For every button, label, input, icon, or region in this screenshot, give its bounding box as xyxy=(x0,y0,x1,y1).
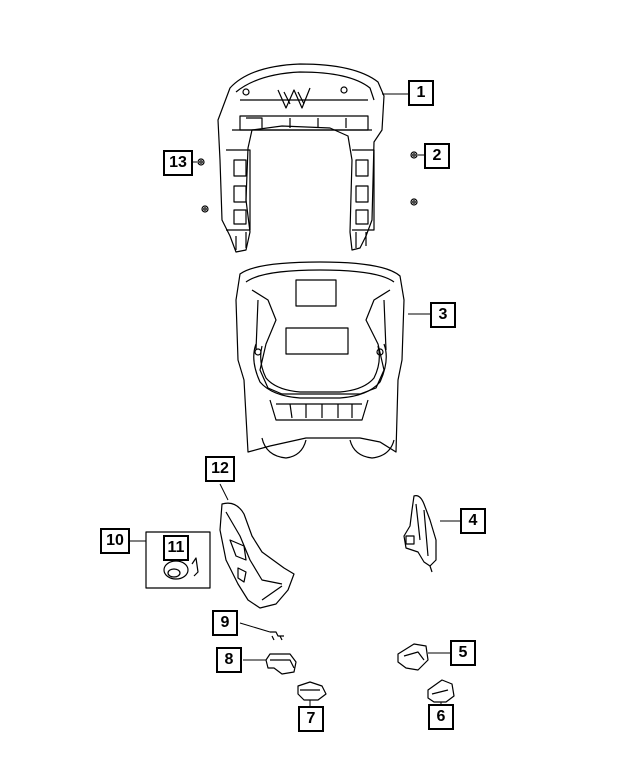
callout-10: 10 xyxy=(100,528,130,554)
callout-5: 5 xyxy=(450,640,476,666)
knob-kit-box xyxy=(145,531,211,589)
callout-3: 3 xyxy=(430,302,456,328)
callout-6: 6 xyxy=(428,704,454,730)
leader-lines xyxy=(128,93,460,706)
clip-6 xyxy=(427,679,455,703)
callout-2: 2 xyxy=(424,143,450,169)
callout-7: 7 xyxy=(298,706,324,732)
callout-1: 1 xyxy=(408,80,434,106)
callout-12: 12 xyxy=(205,456,235,482)
clip-7 xyxy=(297,681,327,701)
seat-cushion-frame xyxy=(235,261,405,459)
clip-5 xyxy=(397,643,429,671)
callout-9: 9 xyxy=(212,610,238,636)
clip-8 xyxy=(265,653,297,675)
callout-4: 4 xyxy=(460,508,486,534)
push-nuts-right xyxy=(410,151,418,206)
push-nuts-left xyxy=(197,158,209,213)
wire-retainer xyxy=(270,631,284,641)
side-bracket xyxy=(403,495,437,573)
callout-11: 11 xyxy=(163,535,189,561)
callout-13: 13 xyxy=(163,150,193,176)
side-shield xyxy=(219,502,295,609)
seat-back-frame xyxy=(217,63,385,253)
callout-8: 8 xyxy=(216,647,242,673)
